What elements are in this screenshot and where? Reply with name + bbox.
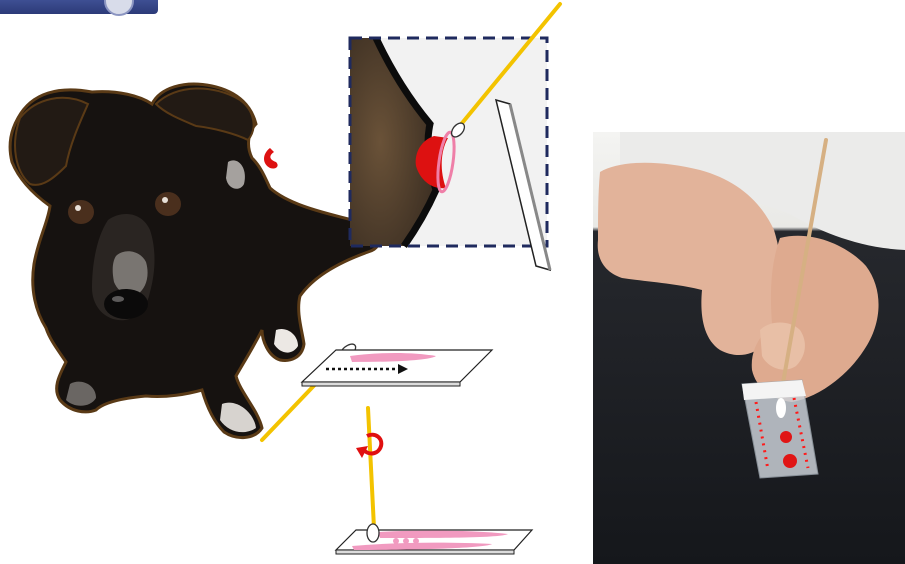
slide-2-dot [403,538,409,544]
photo-red-spot [783,454,797,468]
rotation-arrow-icon [364,435,381,454]
photo-swab-tip [776,398,786,418]
dog-eye-left-shine [75,205,81,211]
slide-2-edge [336,550,514,554]
slide-2-dot [413,538,419,544]
dog-nose [104,289,148,319]
rotation-step [356,408,381,528]
swab-tip-rotating [367,524,379,542]
zoom-inset [350,38,550,270]
ear-canal-mark [264,148,278,169]
dog-nose-shine [112,296,124,302]
slide-1-edge [302,382,460,386]
slide-2-dot [393,538,399,544]
dog-eye-right-shine [162,197,168,203]
slide-finished [336,524,532,554]
photo-red-spot [780,431,792,443]
swab-stick-rotating [368,408,374,528]
dog-eye-right [155,192,181,216]
photo-panel [593,132,905,564]
dog-eye-left [68,200,94,224]
slide-rolling [302,350,492,386]
